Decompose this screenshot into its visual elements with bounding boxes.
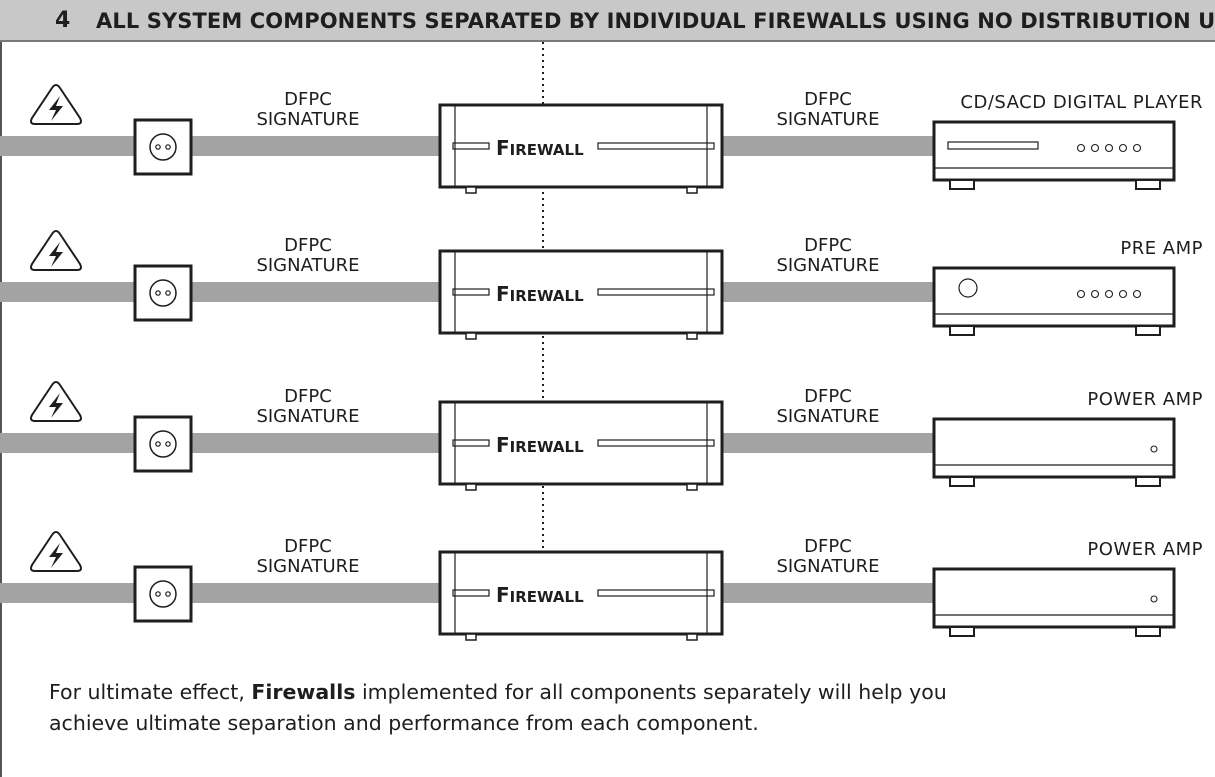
diagram-row: DFPCSIGNATUREDFPCSIGNATUREFIREWALLPOWER … bbox=[0, 531, 1203, 641]
component-name-label: POWER AMP bbox=[1087, 539, 1203, 560]
firewall-label-rest: IREWALL bbox=[510, 588, 584, 606]
component-device-power-amp bbox=[932, 567, 1176, 637]
volume-knob bbox=[958, 278, 978, 298]
high-voltage-icon bbox=[30, 84, 82, 125]
power-cable-right bbox=[722, 583, 934, 603]
diagram-row: DFPCSIGNATUREDFPCSIGNATUREFIREWALLPOWER … bbox=[0, 381, 1203, 491]
right-cable-label: DFPC bbox=[804, 235, 852, 256]
component-device-power-amp bbox=[932, 417, 1176, 487]
component-device-pre-amp bbox=[932, 266, 1176, 336]
power-cable-left bbox=[0, 433, 440, 453]
right-cable-label: DFPC bbox=[804, 89, 852, 110]
firewall-unit: FIREWALL bbox=[438, 249, 724, 340]
footer-text-2: implemented for all components separatel… bbox=[49, 680, 947, 735]
right-cable-label: SIGNATURE bbox=[776, 255, 879, 276]
firewall-label-cap: F bbox=[496, 282, 510, 306]
control-button bbox=[1104, 289, 1114, 299]
left-cable-label: DFPC bbox=[284, 235, 332, 256]
firewall-label-rest: IREWALL bbox=[510, 438, 584, 456]
firewall-unit: FIREWALL bbox=[438, 400, 724, 491]
footer-bold: Firewalls bbox=[251, 680, 356, 704]
wall-outlet-icon bbox=[133, 118, 193, 176]
power-cable-left bbox=[0, 136, 440, 156]
power-indicator bbox=[1150, 445, 1158, 453]
component-device-cd-player bbox=[932, 120, 1176, 190]
left-cable-label: SIGNATURE bbox=[256, 406, 359, 427]
right-cable-label: SIGNATURE bbox=[776, 109, 879, 130]
wall-outlet-icon bbox=[133, 565, 193, 623]
firewall-label-rest: IREWALL bbox=[510, 287, 584, 305]
right-cable-label: DFPC bbox=[804, 536, 852, 557]
power-cable-right bbox=[722, 433, 934, 453]
section-title: ALL SYSTEM COMPONENTS SEPARATED BY INDIV… bbox=[96, 9, 1215, 33]
footer-text-1: For ultimate effect, bbox=[49, 680, 252, 704]
control-button bbox=[1104, 143, 1114, 153]
firewall-label: FIREWALL bbox=[496, 583, 584, 607]
right-cable-label: SIGNATURE bbox=[776, 556, 879, 577]
title-bar: 4 ALL SYSTEM COMPONENTS SEPARATED BY IND… bbox=[0, 0, 1215, 42]
firewall-unit: FIREWALL bbox=[438, 103, 724, 194]
power-cable-right bbox=[722, 282, 934, 302]
power-cable-left bbox=[0, 583, 440, 603]
firewall-label-cap: F bbox=[496, 136, 510, 160]
control-button bbox=[1076, 143, 1086, 153]
control-button bbox=[1076, 289, 1086, 299]
power-cable-right bbox=[722, 136, 934, 156]
left-cable-label: SIGNATURE bbox=[256, 255, 359, 276]
control-button bbox=[1132, 289, 1142, 299]
firewall-label: FIREWALL bbox=[496, 433, 584, 457]
wall-outlet-icon bbox=[133, 415, 193, 473]
power-cable-left bbox=[0, 282, 440, 302]
footer-note: For ultimate effect, Firewalls implement… bbox=[49, 677, 949, 739]
left-cable-label: DFPC bbox=[284, 89, 332, 110]
left-cable-label: SIGNATURE bbox=[256, 109, 359, 130]
right-cable-label: DFPC bbox=[804, 386, 852, 407]
firewall-unit: FIREWALL bbox=[438, 550, 724, 641]
right-cable-label: SIGNATURE bbox=[776, 406, 879, 427]
disc-tray bbox=[947, 141, 1039, 150]
section-number: 4 bbox=[55, 8, 71, 33]
control-button bbox=[1132, 143, 1142, 153]
left-border bbox=[0, 42, 2, 777]
control-button bbox=[1118, 289, 1128, 299]
control-button bbox=[1090, 143, 1100, 153]
component-name-label: CD/SACD DIGITAL PLAYER bbox=[960, 92, 1203, 113]
firewall-label: FIREWALL bbox=[496, 282, 584, 306]
power-indicator bbox=[1150, 595, 1158, 603]
high-voltage-icon bbox=[30, 381, 82, 422]
wall-outlet-icon bbox=[133, 264, 193, 322]
high-voltage-icon bbox=[30, 531, 82, 572]
high-voltage-icon bbox=[30, 230, 82, 271]
left-cable-label: DFPC bbox=[284, 386, 332, 407]
left-cable-label: SIGNATURE bbox=[256, 556, 359, 577]
control-button bbox=[1090, 289, 1100, 299]
firewall-label-rest: IREWALL bbox=[510, 141, 584, 159]
firewall-label-cap: F bbox=[496, 583, 510, 607]
firewall-label: FIREWALL bbox=[496, 136, 584, 160]
component-name-label: POWER AMP bbox=[1087, 389, 1203, 410]
diagram-row: DFPCSIGNATUREDFPCSIGNATUREFIREWALLCD/SAC… bbox=[0, 84, 1203, 194]
control-button bbox=[1118, 143, 1128, 153]
left-cable-label: DFPC bbox=[284, 536, 332, 557]
firewall-label-cap: F bbox=[496, 433, 510, 457]
component-name-label: PRE AMP bbox=[1120, 238, 1203, 259]
